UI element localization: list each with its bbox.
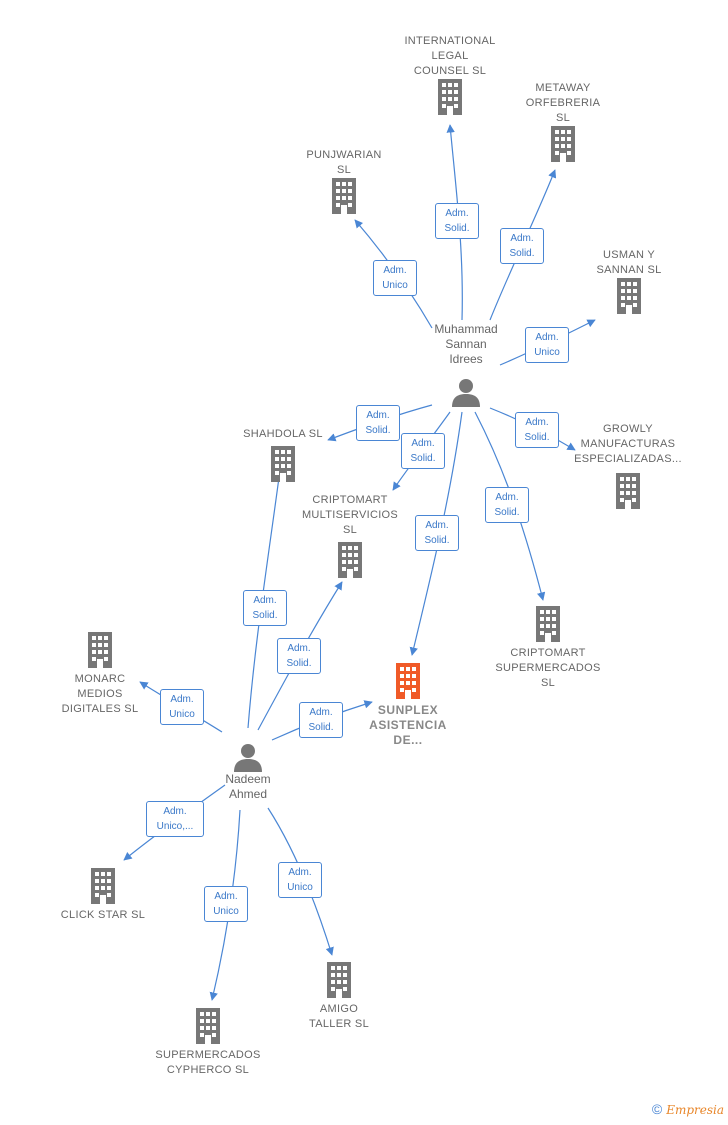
company-name: MONARC MEDIOS DIGITALES SL (61, 673, 139, 715)
company-name: SUNPLEX ASISTENCIA DE... (369, 703, 447, 747)
company-name: SUPERMERCADOS CYPHERCO SL (155, 1049, 261, 1076)
building-icon (396, 663, 420, 699)
role-label[interactable]: Adm. Unico (373, 260, 417, 296)
company-monarc-medios[interactable]: MONARC MEDIOS DIGITALES SL (25, 632, 175, 717)
company-name: USMAN Y SANNAN SL (596, 249, 662, 276)
footer-brand[interactable]: ©Empresia (652, 1101, 724, 1117)
building-icon (551, 126, 575, 162)
role-label[interactable]: Adm. Unico (204, 886, 248, 922)
company-metaway-orfebreria[interactable]: METAWAY ORFEBRERIA SL (488, 81, 638, 162)
company-name: CRIPTOMART MULTISERVICIOS SL (301, 494, 399, 536)
company-punjwarian[interactable]: PUNJWARIAN SL (269, 148, 419, 214)
building-icon (332, 178, 356, 214)
company-shahdola[interactable]: SHAHDOLA SL (208, 427, 358, 482)
company-criptomart-multiservicios[interactable]: CRIPTOMART MULTISERVICIOS SL (275, 493, 425, 578)
person-nadeem-ahmed[interactable]: Nadeem Ahmed (188, 742, 308, 802)
building-icon (91, 868, 115, 904)
company-growly-manufacturas[interactable]: GROWLY MANUFACTURAS ESPECIALIZADAS... (553, 422, 703, 509)
company-click-star[interactable]: CLICK STAR SL (28, 868, 178, 923)
company-name: INTERNATIONAL LEGAL COUNSEL SL (404, 35, 496, 77)
person-name: Nadeem Ahmed (225, 772, 271, 801)
brand-logo: Empresia (666, 1103, 724, 1117)
company-usman-y-sannan[interactable]: USMAN Y SANNAN SL (554, 248, 704, 314)
company-sunplex-asistencia[interactable]: SUNPLEX ASISTENCIA DE... (333, 663, 483, 748)
building-icon (338, 542, 362, 578)
company-name: GROWLY MANUFACTURAS ESPECIALIZADAS... (574, 423, 682, 465)
company-name: CLICK STAR SL (60, 909, 146, 921)
building-icon (88, 632, 112, 668)
role-label[interactable]: Adm. Solid. (401, 433, 445, 469)
building-icon (438, 79, 462, 115)
building-icon (196, 1008, 220, 1044)
building-icon (616, 473, 640, 509)
role-label[interactable]: Adm. Solid. (415, 515, 459, 551)
building-icon (271, 446, 295, 482)
person-muhammad-sannan-idrees[interactable]: Muhammad Sannan Idrees (406, 322, 526, 407)
person-name: Muhammad Sannan Idrees (434, 322, 498, 366)
company-name: CRIPTOMART SUPERMERCADOS SL (495, 647, 601, 689)
role-label[interactable]: Adm. Unico,... (146, 801, 204, 837)
copyright-icon: © (651, 1101, 663, 1117)
role-label[interactable]: Adm. Unico (525, 327, 569, 363)
role-label[interactable]: Adm. Solid. (243, 590, 287, 626)
company-name: SHAHDOLA SL (243, 428, 323, 440)
role-label[interactable]: Adm. Solid. (277, 638, 321, 674)
role-label[interactable]: Adm. Solid. (500, 228, 544, 264)
company-criptomart-supermercados[interactable]: CRIPTOMART SUPERMERCADOS SL (473, 606, 623, 691)
company-supermercados-cypherco[interactable]: SUPERMERCADOS CYPHERCO SL (133, 1008, 283, 1078)
role-label[interactable]: Adm. Unico (278, 862, 322, 898)
building-icon (617, 278, 641, 314)
building-icon (327, 962, 351, 998)
role-label[interactable]: Adm. Solid. (485, 487, 529, 523)
role-label[interactable]: Adm. Solid. (299, 702, 343, 738)
company-name: AMIGO TALLER SL (309, 1003, 369, 1030)
company-name: METAWAY ORFEBRERIA SL (525, 82, 601, 124)
company-amigo-taller[interactable]: AMIGO TALLER SL (264, 962, 414, 1032)
role-label[interactable]: Adm. Solid. (515, 412, 559, 448)
role-label[interactable]: Adm. Solid. (435, 203, 479, 239)
role-label[interactable]: Adm. Solid. (356, 405, 400, 441)
person-icon (452, 379, 480, 407)
company-international-legal-counsel[interactable]: INTERNATIONAL LEGAL COUNSEL SL (375, 34, 525, 115)
building-icon (536, 606, 560, 642)
person-icon (234, 744, 262, 772)
company-name: PUNJWARIAN SL (306, 149, 382, 176)
role-label[interactable]: Adm. Unico (160, 689, 204, 725)
